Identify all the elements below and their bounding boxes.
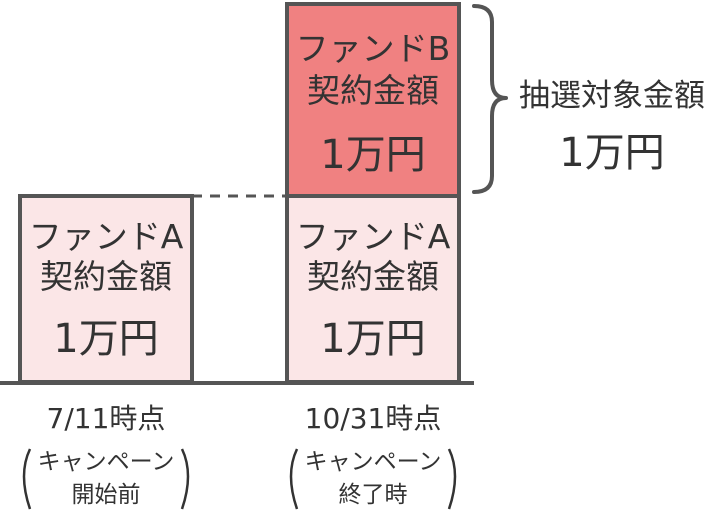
after-fund-b-box	[285, 2, 461, 198]
after-fund-b-label: ファンドB	[296, 29, 451, 68]
before-note-line2: 開始前	[72, 482, 141, 508]
after-left-paren-icon	[289, 448, 299, 510]
after-note-line2: 終了時	[339, 482, 408, 508]
after-date-label: 10/31時点	[305, 402, 442, 435]
before-date-label: 7/11時点	[47, 402, 166, 435]
after-fund-a-box	[285, 194, 461, 384]
after-fund-a-contract-label: 契約金額	[307, 257, 439, 296]
bracket-icon	[472, 4, 508, 194]
after-right-paren-icon	[447, 448, 457, 510]
before-note-line1: キャンペーン	[38, 449, 175, 475]
before-fund-a-contract-label: 契約金額	[40, 257, 172, 296]
lottery-target-label: 抽選対象金額	[519, 78, 705, 114]
after-note-line1: キャンペーン	[305, 449, 442, 475]
before-left-paren-icon	[22, 448, 32, 510]
after-fund-a-label: ファンドA	[296, 217, 451, 256]
before-fund-a-box	[18, 194, 194, 384]
before-fund-a-amount: 1万円	[53, 316, 158, 362]
before-right-paren-icon	[180, 448, 190, 510]
after-fund-b-contract-label: 契約金額	[307, 71, 439, 110]
lottery-target-amount: 1万円	[559, 130, 664, 176]
after-fund-a-amount: 1万円	[320, 316, 425, 362]
before-fund-a-label: ファンドA	[29, 217, 184, 256]
after-fund-b-amount: 1万円	[320, 132, 425, 178]
